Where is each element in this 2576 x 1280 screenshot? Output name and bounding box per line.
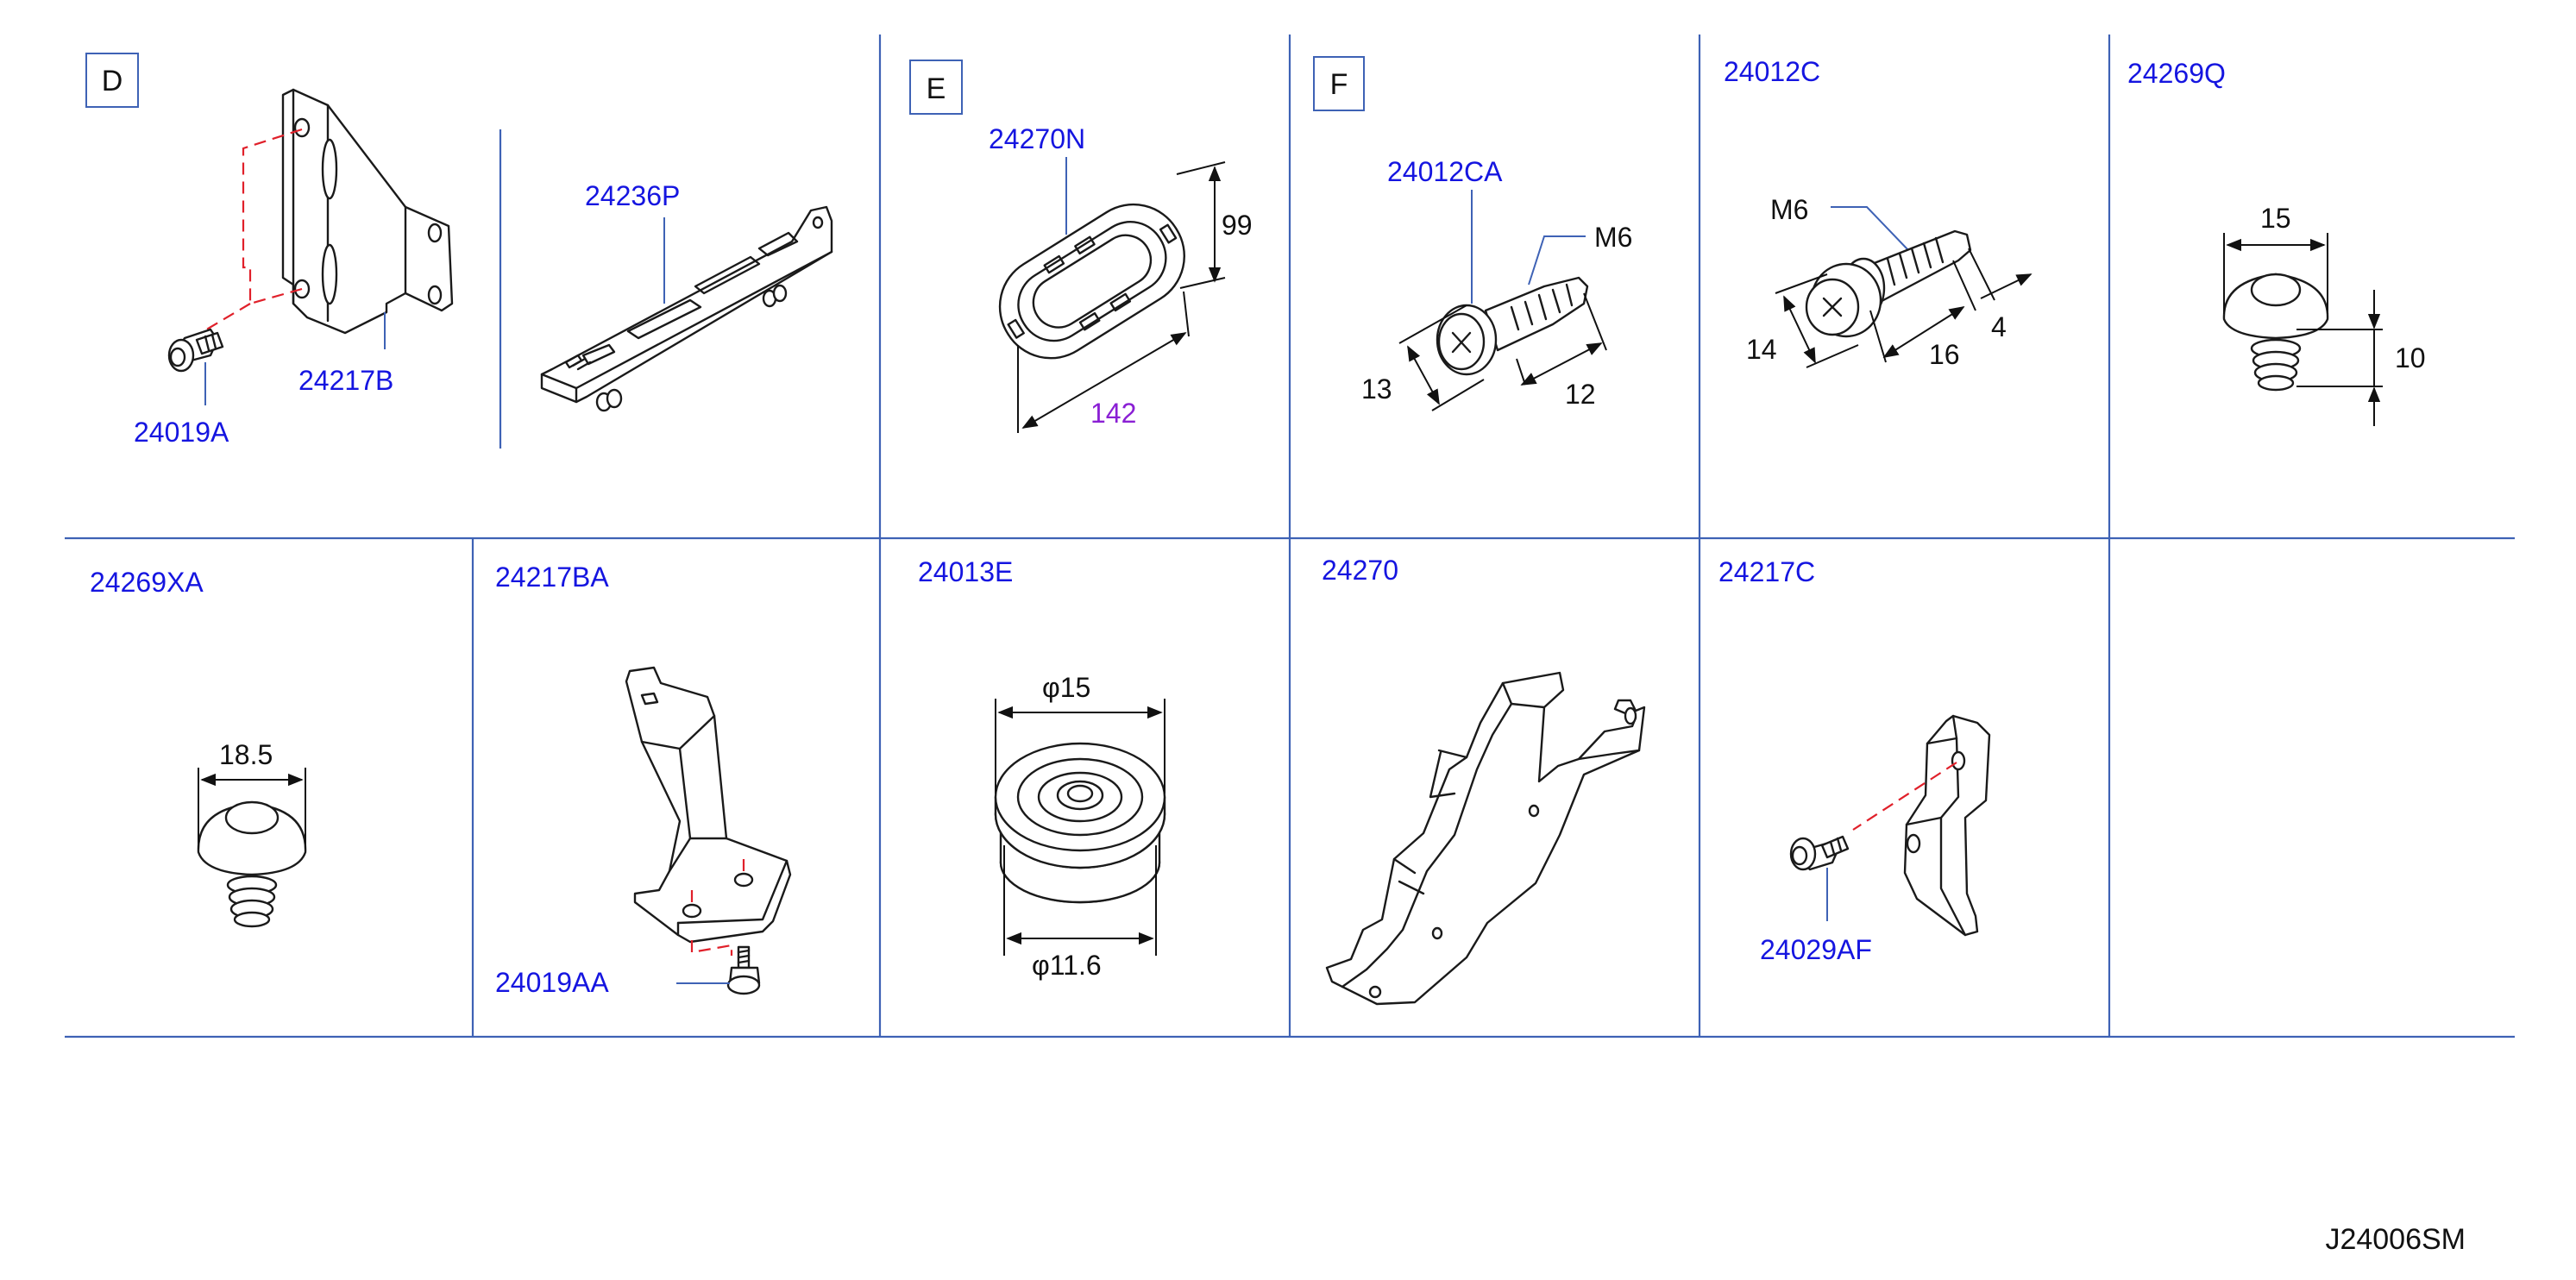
section-label-e: E	[927, 72, 946, 105]
ext-14-bottom	[1806, 344, 1859, 368]
dim-4	[1980, 273, 2033, 299]
assembly-dash-ba	[690, 857, 745, 956]
cell-24269XA: 24269XA 18.5	[90, 567, 307, 928]
cell-24013E: 24013E φ15 φ11.6	[918, 556, 1166, 981]
dim-12	[1520, 342, 1603, 386]
part-number-24269Q: 24269Q	[2127, 58, 2226, 89]
cell-24270: 24270	[1322, 555, 1646, 1006]
ext-99-bottom	[1179, 277, 1226, 289]
cell-24217C: 24217C 24029AF	[1718, 556, 1991, 965]
bolt-24012C-drawing	[1805, 229, 1972, 338]
ext-4-right	[1968, 248, 1995, 301]
ext-12-left	[1516, 358, 1526, 386]
dim-label-c-thread: M6	[1770, 194, 1808, 225]
section-label-f: F	[1330, 68, 1348, 101]
dim-label-c-head: 14	[1746, 334, 1777, 365]
grid	[65, 35, 2515, 1038]
dim-label-q-width: 15	[2260, 203, 2291, 234]
bolt-24019AA-drawing	[726, 945, 761, 995]
cell-e: E 24270N 99 142	[909, 60, 1253, 433]
ext-13-bottom	[1431, 379, 1485, 411]
assembly-dash-c	[1852, 762, 1957, 831]
bracket-24270-drawing	[1325, 671, 1646, 1006]
part-number-24217BA: 24217BA	[495, 562, 609, 593]
ext-99-top	[1176, 161, 1226, 175]
part-number-24012C: 24012C	[1724, 56, 1820, 87]
part-number-24029AF: 24029AF	[1760, 934, 1872, 965]
clip-24236P-drawing	[540, 205, 833, 412]
clip-24269Q-drawing	[2222, 273, 2329, 392]
part-number-24269XA: 24269XA	[90, 567, 204, 598]
reference-code: J24006SM	[2325, 1223, 2466, 1256]
dim-label-xa-width: 18.5	[219, 739, 273, 770]
ext-13-top	[1398, 304, 1467, 344]
cell-f: F 24012CA M6 13 12	[1313, 56, 1632, 411]
dim-16	[1882, 306, 1965, 358]
leader-c-thread	[1831, 206, 1909, 251]
ext-12-right	[1583, 292, 1607, 351]
part-number-24270N: 24270N	[989, 123, 1085, 154]
clip-24269XA-drawing	[197, 800, 307, 928]
dim-label-f-thread: M6	[1594, 222, 1632, 253]
bolt-24019A-drawing	[167, 328, 224, 373]
part-number-24013E: 24013E	[918, 556, 1013, 587]
grommet-24013E-drawing	[994, 742, 1166, 904]
dim-label-e-height: 99	[1222, 210, 1253, 241]
bracket-24217B-drawing	[281, 88, 454, 335]
dim-label-e13-outer: φ15	[1042, 672, 1090, 703]
section-label-d: D	[102, 65, 123, 97]
ext-16-left	[1869, 310, 1887, 363]
cell-d: D 24019A 24217B	[85, 53, 833, 448]
dim-label-f-shank: 12	[1565, 379, 1596, 410]
dim-142	[1021, 332, 1187, 429]
section-box-f	[1313, 56, 1365, 111]
cell-24012C: 24012C M6 14 16 4	[1724, 56, 2033, 370]
part-number-24019A: 24019A	[134, 417, 229, 448]
part-number-24270: 24270	[1322, 555, 1398, 586]
ext-142-right	[1183, 291, 1190, 337]
dim-label-c-gap: 4	[1991, 311, 2007, 342]
bolt-24029AF-drawing	[1789, 835, 1850, 871]
section-box-d	[85, 53, 139, 108]
ext-16-right	[1952, 260, 1976, 311]
part-number-24217B: 24217B	[298, 365, 393, 396]
part-number-24019AA: 24019AA	[495, 967, 609, 998]
dim-label-q-height: 10	[2395, 342, 2426, 373]
part-number-24236P: 24236P	[585, 180, 680, 211]
screw-24012CA-drawing	[1436, 276, 1589, 376]
cell-24217BA: 24217BA 24019AA	[495, 562, 792, 998]
cell-24269Q: 24269Q 15 10	[2127, 58, 2426, 426]
bracket-24217C-drawing	[1903, 714, 1991, 937]
assembly-dash-d	[203, 128, 303, 332]
part-number-24217C: 24217C	[1718, 556, 1815, 587]
dim-13	[1407, 345, 1440, 405]
dim-label-f-head: 13	[1361, 373, 1392, 405]
leader-f-thread	[1528, 235, 1586, 285]
dim-label-c-shank: 16	[1929, 339, 1960, 370]
ext-14-top	[1775, 273, 1828, 294]
part-number-24012CA: 24012CA	[1387, 156, 1503, 187]
dim-label-e13-inner: φ11.6	[1032, 950, 1102, 981]
grommet-24270N-drawing	[998, 203, 1185, 360]
dim-label-e-length: 142	[1090, 398, 1136, 429]
bracket-24217BA-drawing	[625, 666, 792, 944]
dim-14	[1783, 295, 1816, 364]
section-box-e	[909, 60, 963, 115]
